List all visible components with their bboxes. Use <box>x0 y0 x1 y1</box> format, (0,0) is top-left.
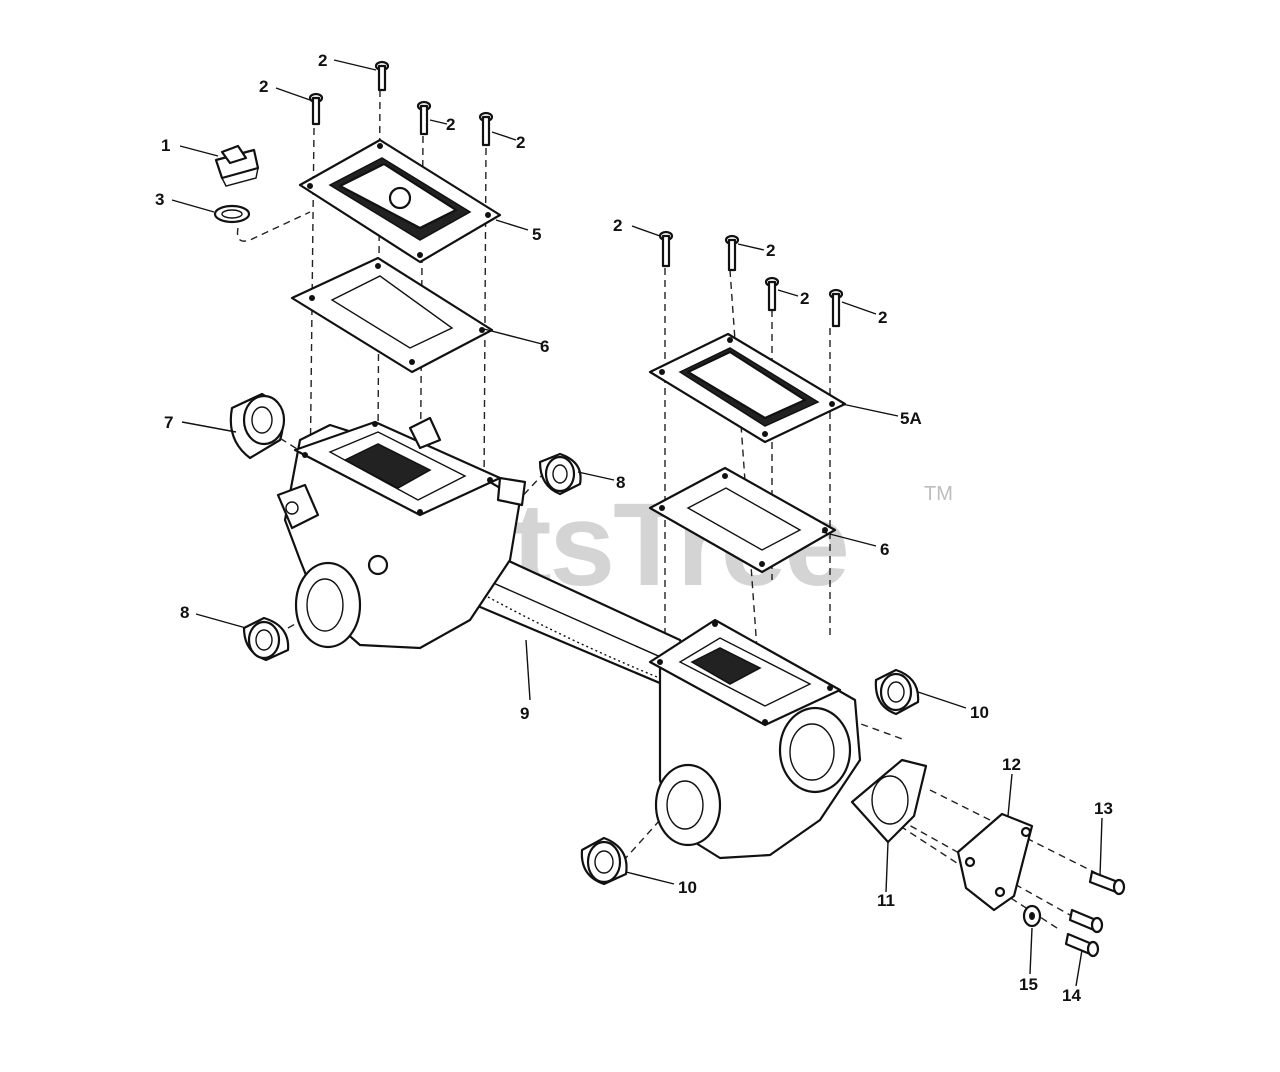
callout-2: 2 <box>318 51 327 70</box>
transaxle-housing <box>276 416 862 860</box>
bolt <box>658 230 674 268</box>
callout-5a: 5A <box>900 409 922 428</box>
bearing-left <box>229 392 286 460</box>
bearing-lower-right <box>580 836 628 886</box>
sealing-washer <box>213 204 251 224</box>
bolt <box>416 100 432 136</box>
seal-lower-left <box>242 616 290 662</box>
gasket-left <box>290 256 494 374</box>
callout-12: 12 <box>1002 755 1021 774</box>
end-gasket <box>850 758 928 844</box>
callout-7: 7 <box>164 413 173 432</box>
callout-2: 2 <box>766 241 775 260</box>
callout-11: 11 <box>877 891 895 910</box>
callout-2: 2 <box>878 308 887 327</box>
callout-8: 8 <box>180 603 189 622</box>
callout-10: 10 <box>970 703 989 722</box>
callout-2: 2 <box>800 289 809 308</box>
callout-10: 10 <box>678 878 697 897</box>
fill-plug <box>214 144 260 187</box>
seal-upper <box>538 452 582 496</box>
callout-6: 6 <box>540 337 549 356</box>
screw-lower-short <box>1064 932 1100 958</box>
bearing-upper-right <box>874 668 920 716</box>
bolt <box>764 276 780 312</box>
watermark-trademark: TM <box>924 483 953 505</box>
bolts <box>308 60 844 328</box>
callout-2: 2 <box>446 115 455 134</box>
callout-8: 8 <box>616 473 625 492</box>
callout-5: 5 <box>532 225 541 244</box>
bolt <box>308 92 324 126</box>
callout-1: 1 <box>161 136 170 155</box>
callout-6: 6 <box>880 540 889 559</box>
callouts: 2 2 2 2 1 3 5 6 2 2 2 2 5A 6 7 8 8 9 10 … <box>155 51 1113 1005</box>
bolt <box>478 111 494 147</box>
cover-plate-right <box>648 332 847 444</box>
callout-15: 15 <box>1019 975 1038 994</box>
leader-lines <box>171 59 1103 987</box>
callout-9: 9 <box>520 704 529 723</box>
callout-14: 14 <box>1062 986 1081 1005</box>
callout-2: 2 <box>516 133 525 152</box>
callout-3: 3 <box>155 190 164 209</box>
screw-long <box>1088 870 1126 896</box>
callout-2: 2 <box>259 77 268 96</box>
lock-washer <box>1022 904 1042 928</box>
screw-upper-short <box>1068 908 1104 934</box>
cover-plate-left <box>298 138 502 264</box>
end-cover <box>956 812 1034 912</box>
bolt <box>724 234 740 272</box>
gasket-right <box>648 466 837 574</box>
callout-13: 13 <box>1094 799 1113 818</box>
bolt <box>374 60 390 92</box>
bolt <box>828 288 844 328</box>
callout-2: 2 <box>613 216 622 235</box>
